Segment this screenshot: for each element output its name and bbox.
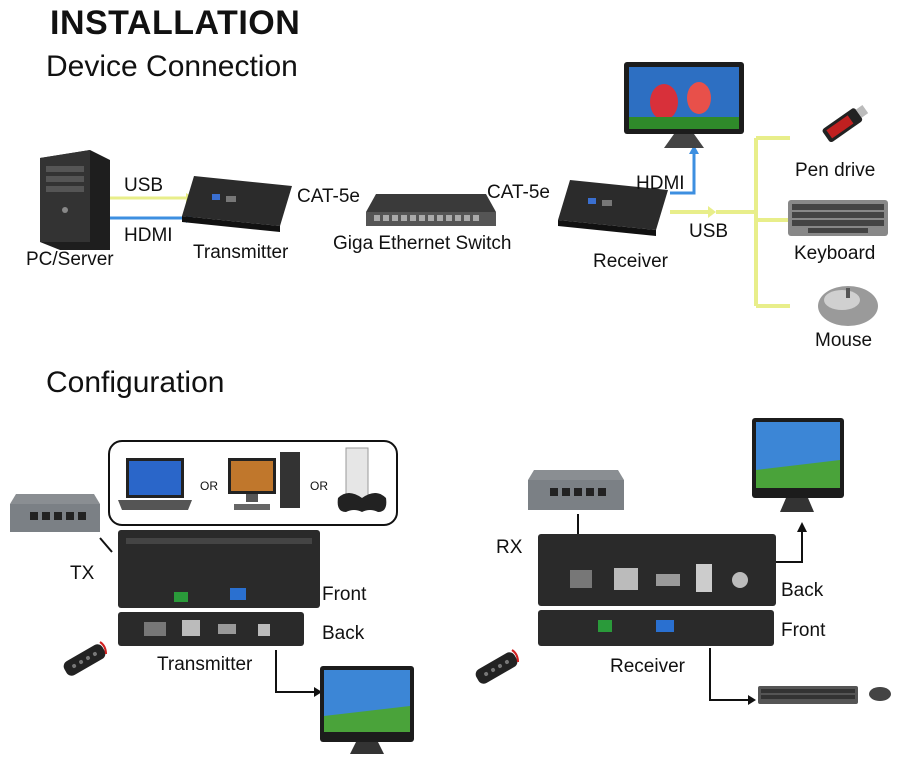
mouse-icon	[818, 286, 878, 326]
transmitter-back-panel	[118, 612, 304, 646]
label-front-right: Front	[781, 620, 826, 641]
label-or-1: OR	[200, 479, 218, 493]
monitor-top-right-icon	[752, 418, 844, 512]
monitor-icon	[624, 62, 744, 148]
label-cat5e-left: CAT-5e	[297, 186, 361, 207]
receiver-device-icon	[558, 180, 668, 236]
remote-control-left-icon	[63, 641, 107, 676]
label-front-left: Front	[322, 584, 367, 605]
receiver-back-panel	[538, 534, 776, 606]
section-title-configuration: Configuration	[46, 366, 225, 399]
keyboard-mouse-icon	[758, 686, 891, 704]
label-keyboard: Keyboard	[794, 243, 876, 264]
monitor-bottom-left-icon	[320, 666, 414, 754]
label-config-receiver: Receiver	[610, 656, 685, 677]
label-usb-left: USB	[124, 175, 164, 196]
label-config-transmitter: Transmitter	[157, 654, 253, 675]
section-title-device-connection: Device Connection	[46, 50, 298, 83]
transmitter-device-icon	[182, 176, 292, 232]
label-pc-server: PC/Server	[26, 249, 114, 270]
label-usb-right: USB	[689, 221, 729, 242]
label-back-right: Back	[781, 580, 824, 601]
label-hdmi-right: HDMI	[636, 173, 685, 194]
label-mouse: Mouse	[815, 330, 873, 351]
label-hdmi-left: HDMI	[124, 225, 173, 246]
remote-control-right-icon	[475, 649, 519, 684]
main-title: INSTALLATION	[50, 4, 301, 42]
label-cat5e-right: CAT-5e	[487, 182, 551, 203]
label-tx: TX	[70, 563, 95, 584]
label-switch: Giga Ethernet Switch	[333, 233, 512, 254]
network-switch-small-left-icon	[10, 494, 100, 532]
label-or-2: OR	[310, 479, 328, 493]
receiver-front-panel	[538, 610, 774, 646]
pc-tower-icon	[40, 150, 110, 250]
hdmi-line-right	[670, 152, 696, 195]
ethernet-switch-icon	[366, 194, 496, 226]
label-pen-drive: Pen drive	[795, 160, 876, 181]
network-switch-small-right-icon	[528, 470, 624, 510]
label-rx: RX	[496, 537, 523, 558]
pen-drive-icon	[822, 104, 869, 142]
source-options-box: OR OR	[108, 440, 398, 526]
label-back-left: Back	[322, 623, 365, 644]
label-receiver: Receiver	[593, 251, 668, 272]
desktop-pc-icon	[228, 452, 300, 510]
game-console-icon	[337, 447, 387, 512]
label-transmitter: Transmitter	[193, 242, 289, 263]
keyboard-icon	[788, 200, 888, 236]
laptop-icon	[118, 458, 192, 510]
transmitter-front-panel	[118, 530, 320, 608]
